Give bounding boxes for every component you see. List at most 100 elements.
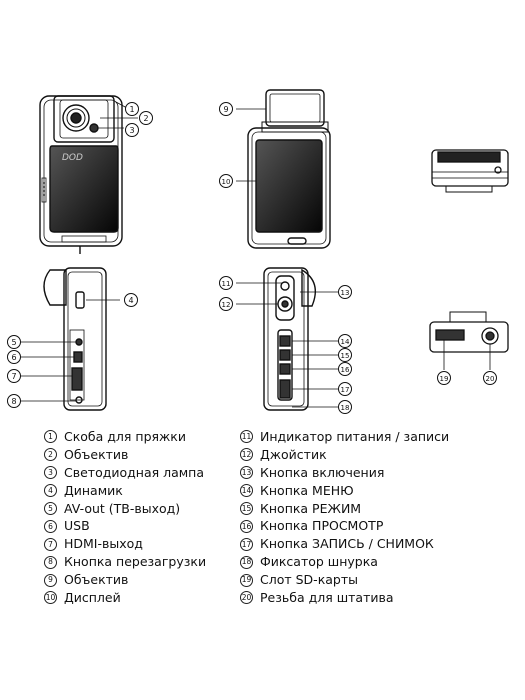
legend-label: Объектив (64, 572, 129, 588)
legend-item: 18 Фиксатор шнурка (240, 553, 449, 571)
legend-label: Джойстик (260, 446, 327, 462)
callout-15: 15 (338, 348, 352, 362)
callout-13: 13 (338, 285, 352, 299)
legend-label: HDMI-выход (64, 536, 143, 552)
svg-text:14: 14 (341, 338, 350, 346)
legend-item: 8 Кнопка перезагрузки (44, 553, 206, 571)
legend-item: 13 Кнопка включения (240, 464, 449, 482)
legend-label: Объектив (64, 446, 129, 462)
callout-11: 11 (219, 276, 233, 290)
callout-14: 14 (338, 334, 352, 348)
legend-number: 12 (240, 448, 253, 462)
legend-item: 5 AV-out (ТВ-выход) (44, 500, 206, 518)
legend-item: 16 Кнопка ПРОСМОТР (240, 517, 449, 535)
callout-12: 12 (219, 297, 233, 311)
legend-label: Кнопка перезагрузки (64, 554, 207, 570)
legend-label: Кнопка РЕЖИМ (260, 500, 362, 516)
svg-text:16: 16 (341, 366, 350, 374)
svg-text:11: 11 (222, 280, 231, 288)
top-view (431, 149, 509, 193)
right-side-view (236, 267, 338, 411)
legend-label: AV-out (ТВ-выход) (64, 500, 181, 516)
legend-label: Дисплей (64, 590, 121, 606)
svg-text:17: 17 (341, 386, 350, 394)
legend-label: Кнопка ЗАПИСЬ / СНИМОК (260, 536, 434, 552)
callout-17: 17 (338, 382, 352, 396)
svg-text:4: 4 (128, 296, 133, 305)
legend-label: Кнопка МЕНЮ (260, 482, 354, 498)
svg-text:6: 6 (11, 353, 16, 362)
callout-1: 1 (125, 102, 139, 116)
legend-label: Скоба для пряжки (64, 429, 186, 444)
legend-item: 2 Объектив (44, 446, 206, 464)
svg-text:1: 1 (129, 105, 134, 114)
legend-item: 20 Резьба для штатива (240, 589, 449, 607)
legend-label: USB (64, 518, 90, 534)
callout-16: 16 (338, 362, 352, 376)
legend-item: 10 Дисплей (44, 589, 206, 607)
callout-8: 8 (7, 394, 21, 408)
legend-item: 9 Объектив (44, 571, 206, 589)
legend-number: 11 (240, 430, 253, 444)
legend-number: 5 (44, 502, 57, 515)
legend-number: 17 (240, 537, 253, 551)
legend-number: 18 (240, 555, 253, 569)
svg-text:15: 15 (341, 352, 350, 360)
svg-text:3: 3 (129, 126, 134, 135)
callout-10: 10 (219, 174, 233, 188)
callout-20: 20 (483, 371, 497, 385)
legend-number: 3 (44, 466, 57, 480)
legend-number: 2 (44, 448, 57, 462)
svg-text:20: 20 (486, 375, 495, 383)
callout-5: 5 (7, 335, 21, 349)
svg-text:18: 18 (341, 404, 350, 412)
legend-item: 17 Кнопка ЗАПИСЬ / СНИМОК (240, 535, 449, 553)
legend-item: 12 Джойстик (240, 446, 449, 464)
legend-label: Слот SD-карты (260, 572, 358, 588)
front-view (39, 95, 138, 254)
callout-3: 3 (125, 123, 139, 137)
svg-text:13: 13 (341, 289, 350, 297)
legend-item: 1 Скоба для пряжки (44, 428, 206, 446)
legend-label: Кнопка ПРОСМОТР (260, 518, 384, 534)
callout-18: 18 (338, 400, 352, 414)
legend-number: 16 (240, 519, 253, 533)
legend-label: Светодиодная лампа (64, 464, 205, 480)
legend-number: 14 (240, 484, 253, 498)
svg-text:12: 12 (222, 301, 231, 309)
svg-text:8: 8 (11, 397, 16, 406)
legend-item: 3 Светодиодная лампа (44, 464, 206, 482)
device-diagram: DOD (7, 89, 509, 414)
svg-text:10: 10 (222, 178, 231, 186)
callout-19: 19 (437, 371, 451, 385)
svg-text:5: 5 (11, 338, 16, 347)
legend-label: Индикатор питания / записи (260, 429, 450, 444)
legend-label: Динамик (64, 482, 123, 498)
legend-label: Кнопка включения (260, 464, 385, 480)
bottom-view (429, 311, 509, 370)
svg-text:19: 19 (440, 375, 449, 383)
callout-2: 2 (139, 111, 153, 125)
legend-number: 10 (44, 591, 57, 605)
svg-text:2: 2 (143, 114, 148, 123)
callout-4: 4 (124, 293, 138, 307)
callout-6: 6 (7, 350, 21, 364)
legend-number: 15 (240, 502, 253, 515)
legend-number: 8 (44, 555, 57, 569)
legend-number: 9 (44, 573, 57, 587)
legend-item: 14 Кнопка МЕНЮ (240, 482, 449, 500)
legend-label: Резьба для штатива (260, 590, 394, 606)
brand-logo: DOD (62, 153, 83, 163)
legend-number: 13 (240, 466, 253, 480)
left-side-view (18, 267, 120, 411)
legend-number: 1 (44, 430, 57, 444)
legend-number: 20 (240, 591, 253, 605)
legend-label: Фиксатор шнурка (260, 554, 378, 570)
callout-9: 9 (219, 102, 233, 116)
